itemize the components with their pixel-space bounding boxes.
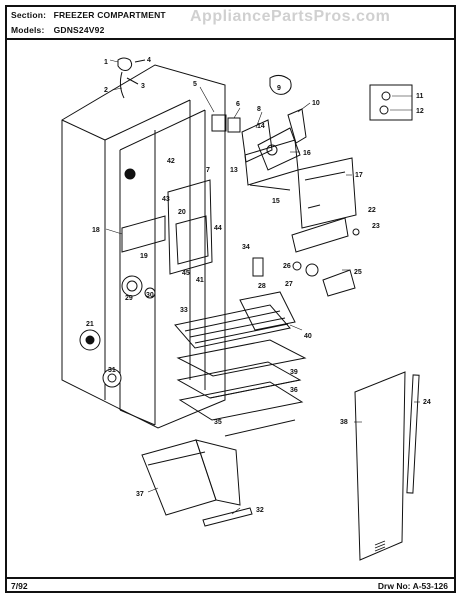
callout-24: 24: [423, 399, 431, 406]
callout-23: 23: [372, 223, 380, 230]
upper-bracket-parts: [211, 74, 307, 171]
drawing-header: Section: FREEZER COMPARTMENT Models: GDN…: [7, 7, 456, 40]
evaporator-cover: [244, 139, 357, 229]
callout-20: 20: [178, 209, 186, 216]
thermostat-knob: [121, 275, 156, 299]
callout-38: 38: [340, 419, 348, 426]
light-socket-assembly: [117, 57, 146, 99]
section-value: FREEZER COMPARTMENT: [53, 10, 166, 20]
models-value: GDNS24V92: [53, 25, 105, 35]
drawing-frame: [5, 5, 456, 593]
lower-bracket: [291, 217, 360, 253]
watermark: AppliancePartsPros.com: [190, 8, 391, 25]
callout-10: 10: [312, 100, 320, 107]
section-label: Section:: [11, 10, 47, 20]
callout-33: 33: [180, 307, 188, 314]
callout-4: 4: [147, 57, 151, 64]
callout-13: 13: [230, 167, 238, 174]
callout-14: 14: [257, 123, 265, 130]
callout-36: 36: [290, 387, 298, 394]
callout-16: 16: [303, 150, 311, 157]
callout-26: 26: [283, 263, 291, 270]
callout-6: 6: [236, 101, 240, 108]
fan-motor-parts: [252, 257, 356, 297]
callout-35: 35: [214, 419, 222, 426]
ice-maker-parts: [121, 168, 213, 275]
callout-labels: 1 2 3 4 5 6 7 8 9 10 11 12 13 14 15 16 1…: [86, 57, 431, 514]
leader-lines: [105, 59, 420, 515]
callout-5: 5: [193, 81, 197, 88]
callout-31: 31: [108, 367, 116, 374]
callout-42: 42: [167, 158, 175, 165]
callout-41: 41: [196, 277, 204, 284]
callout-40: 40: [304, 333, 312, 340]
inset-box: [369, 84, 413, 121]
callout-18: 18: [92, 227, 100, 234]
callout-9: 9: [277, 85, 281, 92]
callout-28: 28: [258, 283, 266, 290]
callout-12: 12: [416, 108, 424, 115]
callout-19: 19: [140, 253, 148, 260]
control-knobs: [79, 329, 122, 388]
callout-37: 37: [136, 491, 144, 498]
drawing-number-block: Drw No: A-53-126: [378, 581, 448, 591]
callout-39: 39: [290, 369, 298, 376]
wire-shelf: [174, 291, 296, 349]
drawing-number-label: Drw No:: [377, 581, 411, 591]
drawing-date: 7/92: [11, 581, 28, 591]
callout-1: 1: [104, 59, 108, 66]
callout-17: 17: [355, 172, 363, 179]
callout-3: 3: [141, 83, 145, 90]
callout-30: 30: [146, 292, 154, 299]
section-row: Section: FREEZER COMPARTMENT: [11, 10, 166, 20]
callout-44: 44: [214, 225, 222, 232]
callout-8: 8: [257, 106, 261, 113]
callout-7: 7: [206, 167, 210, 174]
models-row: Models: GDNS24V92: [11, 25, 105, 35]
callout-25: 25: [354, 269, 362, 276]
models-label: Models:: [11, 25, 45, 35]
callout-29: 29: [125, 295, 133, 302]
callout-45: 45: [182, 270, 190, 277]
drawing-number: A-53-126: [412, 581, 448, 591]
callout-2: 2: [104, 87, 108, 94]
callout-21: 21: [86, 321, 94, 328]
callout-22: 22: [368, 207, 376, 214]
callout-11: 11: [416, 93, 424, 100]
callout-43: 43: [162, 196, 170, 203]
callout-15: 15: [272, 198, 280, 205]
callout-34: 34: [242, 244, 250, 251]
drawing-footer: 7/92 Drw No: A-53-126: [7, 577, 456, 593]
callout-32: 32: [256, 507, 264, 514]
glass-shelves: [176, 339, 307, 437]
side-liner-panel: [354, 371, 420, 561]
callout-27: 27: [285, 281, 293, 288]
freezer-bin: [141, 439, 253, 527]
